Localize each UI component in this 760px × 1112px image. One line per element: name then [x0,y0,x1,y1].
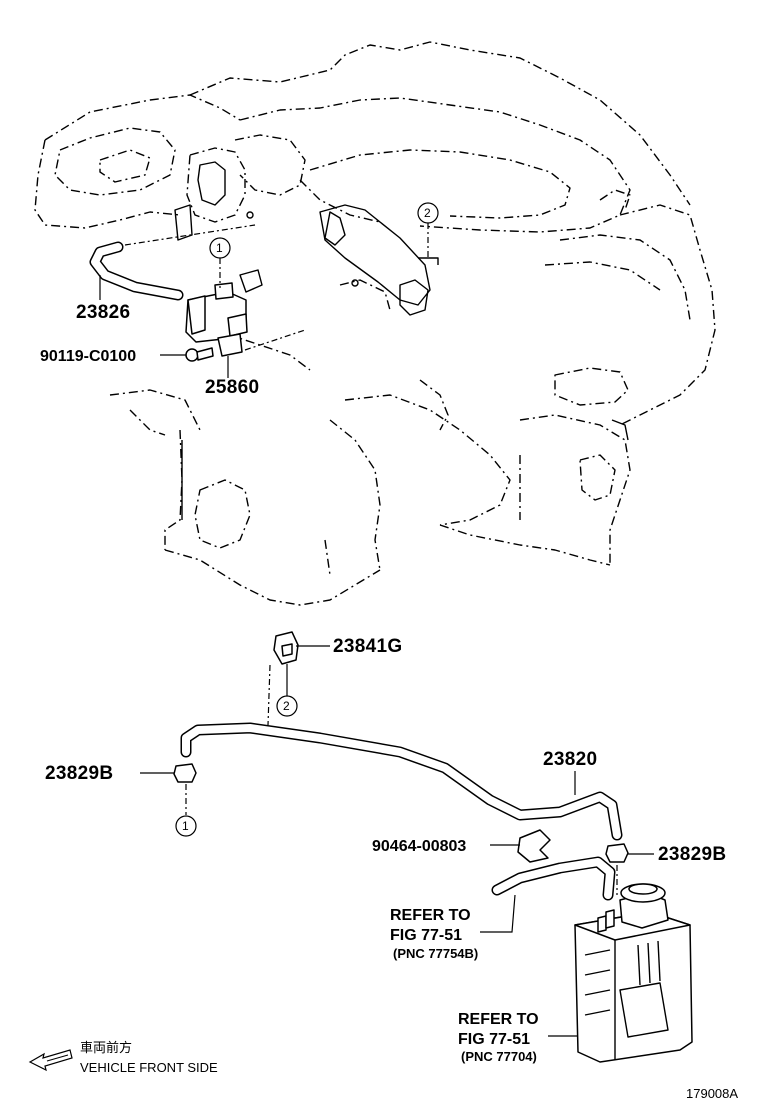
label-90119: 90119-C0100 [40,348,136,365]
figure-id: 179008A [686,1086,738,1101]
clip-23829B-left[interactable] [173,763,197,783]
ref2-line3: (PNC 77704) [461,1049,537,1064]
hose-23826[interactable] [89,241,184,301]
callout-1-lower [175,815,197,837]
label-23820: 23820 [543,749,597,770]
charcoal-canister[interactable] [574,883,693,1063]
leader-ref1 [480,894,516,933]
vsv-25860[interactable] [185,282,248,357]
vsv-dash-line [244,329,306,351]
label-23826: 23826 [76,302,130,323]
clamp-dash-line [267,664,271,726]
direction-label-en: VEHICLE FRONT SIDE [80,1060,218,1075]
clamp-23841G[interactable] [273,631,299,665]
front-direction-arrow-icon [28,1049,73,1072]
ref1-line3: (PNC 77754B) [393,946,478,961]
callout-1-lower-num: 1 [182,819,189,833]
hose-23820[interactable] [180,722,623,841]
ref1-line2: FIG 77-51 [390,927,462,944]
ref1-line1: REFER TO [390,907,471,924]
label-23829B-left: 23829B [45,763,113,784]
bolt-90119[interactable] [185,347,214,362]
label-23841G: 23841G [333,636,402,657]
callout-1-upper-num: 1 [216,241,223,255]
direction-label-jp: 車両前方 [80,1040,132,1055]
callout-2-upper-bracket [418,257,439,265]
ref2-line1: REFER TO [458,1011,539,1028]
engine-outline [34,41,716,606]
clip-90464[interactable] [517,829,551,863]
label-90464: 90464-00803 [372,838,466,855]
ref2-line2: FIG 77-51 [458,1031,530,1048]
callout-2-upper-num: 2 [424,206,431,220]
hose-dash-line [124,224,256,246]
callout-2-lower-num: 2 [283,699,290,713]
hose-77754B[interactable] [491,856,616,901]
label-23829B-right: 23829B [658,844,726,865]
label-25860: 25860 [205,377,259,398]
clip-23829B-right[interactable] [605,843,629,863]
